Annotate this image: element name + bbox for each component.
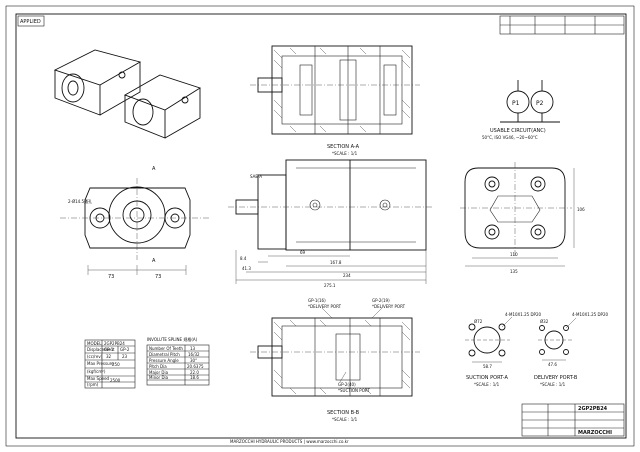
spline-table: [146, 344, 210, 386]
side-dim-2: 69: [300, 250, 306, 255]
suction-thread: 4-M10X1.25 DP20: [505, 312, 541, 317]
spec-r5c1: 2500: [110, 378, 121, 383]
spec-r1c0: Displacement: [87, 347, 115, 352]
front-dim-right: 73: [155, 274, 161, 280]
front-cut-a-top: A: [152, 166, 156, 172]
outer-frame: [5, 5, 635, 447]
spline-r4c0: Major Dia: [149, 370, 169, 375]
isometric-view: [53, 49, 202, 139]
suction-d2: 58.7: [483, 364, 492, 369]
front-flange-view: [84, 186, 191, 249]
spec-r0c0: MODEL: [87, 341, 102, 346]
spec-r3c1: 250: [112, 362, 120, 367]
inner-frame: [15, 13, 627, 439]
spec-r2c2: 23: [122, 354, 128, 359]
spec-r4c0: (kgf/cm²): [87, 369, 106, 374]
side-dim-5: 234: [343, 273, 351, 278]
spec-r2c0: (cc/rev): [87, 354, 103, 359]
footer-note: MARZOCCHI HYDRAULIC PRODUCTS | www.marzo…: [230, 439, 349, 444]
front-cut-a-bottom: A: [152, 258, 156, 264]
spline-r2c0: Pressure Angle: [149, 358, 179, 363]
symbol-p1: P1: [512, 100, 520, 107]
spec-r3c0: Max Pressure: [87, 361, 114, 366]
section-a-scale: *SCALE : 1/1: [332, 151, 358, 156]
rear-view: [464, 167, 566, 249]
spec-r0c1: 2GP2PB24: [104, 341, 125, 346]
spec-r2c1: 32: [106, 354, 112, 359]
hydraulic-symbol: [500, 80, 560, 123]
section-a-a: [250, 45, 420, 135]
spline-r2c1: 30°: [190, 358, 197, 363]
section-b-b: [250, 307, 420, 397]
spec-r5c0: Max Speed: [87, 376, 110, 381]
front-bolt-note: 2-Ø14.5通孔: [68, 198, 92, 204]
spline-r5c1: 18.6: [190, 375, 199, 380]
bottom-note2: GP-2(19): [372, 298, 390, 303]
side-view: [235, 159, 427, 251]
symbol-sub: 50°C, ISO VG46, ~20~60°C: [482, 135, 538, 140]
top-title-strip: [499, 15, 625, 35]
side-dim-1: 8.4: [240, 256, 247, 261]
side-dim-lines: [235, 250, 427, 284]
delivery-scale: *SCALE : 1/1: [540, 382, 566, 387]
delivery-d1: Ø32: [540, 319, 549, 324]
spec-r1c1: GP-1: [104, 347, 114, 352]
bottom-note1: GP-1(16): [308, 298, 326, 303]
spline-r5c0: Minor Dia: [149, 375, 169, 380]
spline-r3c0: Pitch Dia: [149, 364, 167, 369]
section-b-label: SECTION B-B: [327, 410, 360, 416]
spline-title: INVOLUTE SPLINE 规格(A): [147, 336, 198, 342]
delivery-thread: 4-M10X1.25 DP20: [572, 312, 608, 317]
spec-r1c2: GP-2: [120, 347, 130, 352]
bottom-note3: GP-2(40): [338, 382, 356, 387]
side-flange-note: SAE-A: [250, 174, 262, 179]
spline-r0c0: Number Of Teeth: [149, 346, 183, 351]
front-dim-left: 73: [108, 274, 114, 280]
suction-d1: Ø72: [474, 319, 483, 324]
spline-r1c1: 16/32: [188, 352, 200, 357]
spec-table: [84, 339, 136, 389]
section-a-label: SECTION A-A: [327, 144, 360, 150]
rear-dim-135: 135: [510, 269, 518, 274]
title-drawing-no: 2GP2PB24: [578, 406, 608, 412]
spec-r6c0: (rpm): [87, 382, 99, 387]
bottom-note3b: *SUCTION PORT: [338, 388, 370, 393]
rear-dim-110: 110: [510, 252, 518, 257]
section-b-scale: *SCALE : 1/1: [332, 417, 358, 422]
spline-r4c1: 22.0: [190, 370, 199, 375]
title-company: MARZOCCHI: [578, 430, 612, 436]
bottom-note1b: *DELIVERY PORT: [308, 304, 342, 309]
bottom-note2b: *DELIVERY PORT: [372, 304, 406, 309]
suction-scale: *SCALE : 1/1: [474, 382, 500, 387]
delivery-d2: 47.6: [548, 362, 557, 367]
symbol-p2: P2: [536, 100, 544, 107]
symbol-caption: USABLE CIRCUIT(ANC): [490, 128, 546, 134]
top-left-tag: [17, 15, 45, 27]
side-dim-4: 41.3: [242, 266, 251, 271]
rear-dim-106: 106: [577, 207, 585, 212]
title-block: [521, 403, 625, 437]
spline-r0c1: 13: [190, 346, 196, 351]
side-dim-6: 275.1: [324, 283, 336, 288]
top-left-tag-text: APPLIED: [20, 19, 41, 25]
side-dim-3: 167.8: [330, 260, 342, 265]
spline-r3c1: 20.6375: [187, 364, 204, 369]
spline-r1c0: Diametral Pitch: [149, 352, 180, 357]
delivery-label: DELIVERY PORT-B: [534, 375, 578, 381]
suction-label: SUCTION PORT-A: [466, 375, 508, 381]
